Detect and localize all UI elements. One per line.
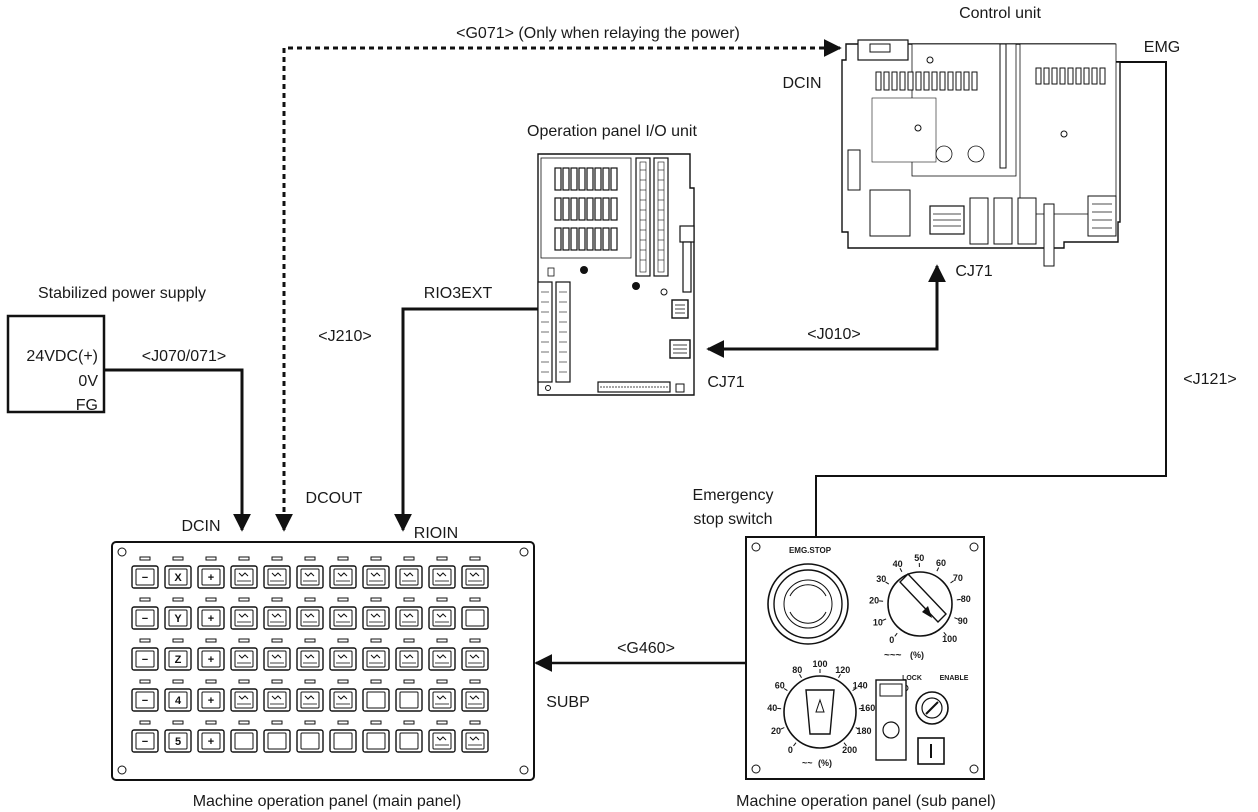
feed-tick-label: 200 [842, 745, 857, 755]
panel-key-label: Z [175, 654, 182, 666]
dcout-label: DCOUT [306, 490, 363, 507]
control-unit [842, 40, 1120, 266]
feed-tick-label: 100 [812, 659, 827, 669]
spindle-tick-label: 60 [936, 558, 946, 568]
feed-percent: (%) [818, 758, 832, 768]
g460-label: <G460> [617, 640, 675, 657]
panel-key-label: + [208, 695, 214, 707]
main-panel-label: Machine operation panel (main panel) [193, 793, 462, 810]
emergency-label-line1: Emergency [693, 487, 774, 504]
spindle-tick-label: 100 [942, 634, 957, 644]
reset-button[interactable] [918, 738, 944, 764]
j010-label: <J010> [807, 326, 860, 343]
spindle-tick [957, 599, 961, 600]
spindle-tick-label: 20 [869, 596, 879, 606]
spindle-tick-label: 80 [961, 594, 971, 604]
spindle-tick-label: 30 [876, 574, 886, 584]
spindle-tick-label: 10 [873, 618, 883, 628]
dcin-control-label: DCIN [782, 75, 821, 92]
feed-tick-label: 180 [856, 726, 871, 736]
op-io-unit-label: Operation panel I/O unit [527, 123, 697, 140]
operation-panel-io-unit [538, 154, 694, 395]
panel-key-label: + [208, 736, 214, 748]
enable-label: ENABLE [940, 675, 969, 682]
rio3ext-label: RIO3EXT [424, 285, 493, 302]
spindle-tick-label: 70 [953, 573, 963, 583]
stabilized-power-label: Stabilized power supply [38, 285, 206, 302]
feed-override-dial[interactable] [784, 676, 856, 748]
j070-label: <J070/071> [142, 348, 227, 365]
j121-label: <J121> [1183, 371, 1236, 388]
panel-key-label: X [174, 572, 182, 584]
dcin-main-label: DCIN [181, 518, 220, 535]
emg-stop-text: EMG.STOP [789, 546, 832, 555]
g071-label: <G071> (Only when relaying the power) [456, 25, 740, 42]
control-unit-label: Control unit [959, 5, 1041, 22]
spindle-tick-label: 90 [958, 616, 968, 626]
spindle-wave: ~~~ [884, 650, 902, 661]
spindle-override-dial[interactable] [888, 572, 952, 636]
emg-label: EMG [1144, 39, 1180, 56]
feed-tick-label: 0 [788, 745, 793, 755]
j070-cable [104, 370, 242, 530]
j210-label: <J210> [318, 328, 371, 345]
rioin-label: RIOIN [414, 525, 458, 542]
emergency-label-line2: stop switch [693, 511, 772, 528]
emergency-stop-button[interactable] [768, 564, 848, 644]
v0-label: 0V [78, 373, 98, 390]
panel-key-label: − [142, 572, 148, 584]
spindle-tick-label: 40 [893, 559, 903, 569]
spindle-percent: (%) [910, 650, 924, 660]
main-operation-panel: − X + − Y + − Z + − 4 + − 5 + [112, 542, 534, 780]
panel-key-label: 4 [175, 695, 182, 707]
sub-panel-label: Machine operation panel (sub panel) [736, 793, 996, 810]
feed-tick-label: 80 [792, 665, 802, 675]
cj71-io-label: CJ71 [707, 374, 744, 391]
sub-operation-panel: EMG.STOP 0102030405060708090100 (%) ~~~ … [746, 537, 984, 779]
panel-key-label: − [142, 695, 148, 707]
v24-label: 24VDC(+) [26, 348, 98, 365]
panel-key-label: Y [174, 613, 182, 625]
stabilized-power-supply: 24VDC(+) 0V FG [8, 316, 104, 414]
panel-key-label: + [208, 613, 214, 625]
fg-label: FG [76, 397, 98, 414]
feed-tick-label: 40 [767, 703, 777, 713]
cj71-control-label: CJ71 [955, 263, 992, 280]
panel-key-label: − [142, 736, 148, 748]
feed-tick-label: 20 [771, 726, 781, 736]
cycle-button[interactable] [876, 680, 906, 760]
spindle-tick-label: 0 [889, 635, 894, 645]
spindle-tick-label: 50 [914, 553, 924, 563]
panel-key-label: + [208, 572, 214, 584]
panel-key-label: − [142, 654, 148, 666]
feed-wave: ~~ [802, 758, 813, 768]
feed-tick-label: 120 [835, 665, 850, 675]
panel-key-label: 5 [175, 736, 181, 748]
subp-label: SUBP [546, 694, 590, 711]
panel-key-label: − [142, 613, 148, 625]
feed-tick-label: 60 [775, 681, 785, 691]
panel-key-label: + [208, 654, 214, 666]
